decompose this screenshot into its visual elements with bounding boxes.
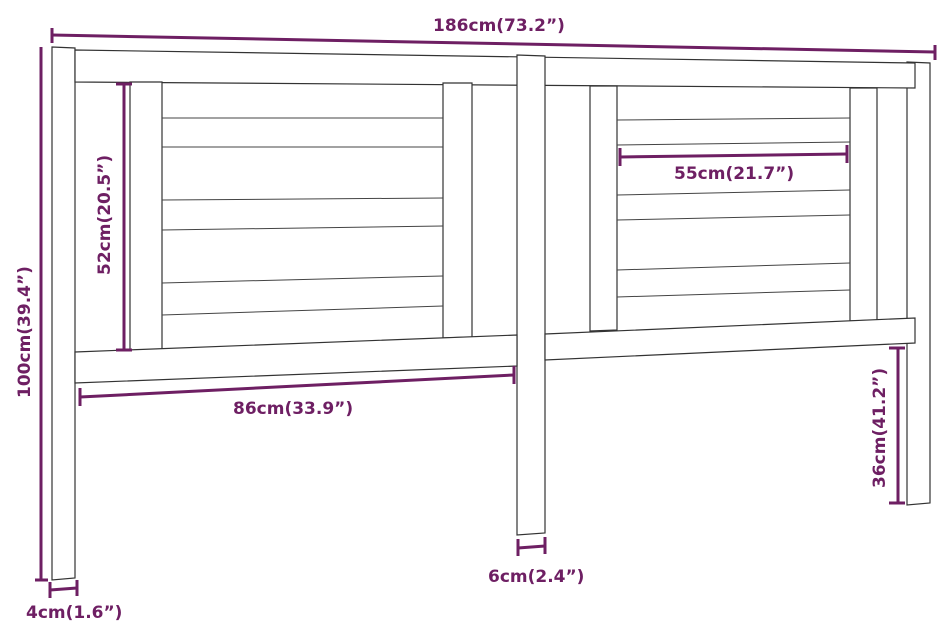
label-leg-height: 36cm(41.2”) (870, 368, 890, 488)
bottom-rail-right (544, 317, 916, 361)
label-total-height: 100cm(39.4”) (15, 266, 35, 398)
right-panel-slats (616, 117, 851, 298)
label-half-width: 86cm(33.9”) (233, 399, 353, 419)
center-post (516, 54, 546, 536)
left-panel-frame-right (442, 82, 473, 339)
right-post (906, 61, 931, 506)
right-panel-frame-left (589, 85, 618, 332)
label-total-width: 186cm(73.2”) (433, 16, 565, 36)
top-rail (74, 49, 916, 89)
left-panel-frame-left (129, 81, 163, 352)
label-panel-width: 55cm(21.7”) (674, 164, 794, 184)
right-panel-frame-right (849, 87, 878, 322)
label-side-post-width: 4cm(1.6”) (26, 603, 122, 623)
dimension-lines (35, 28, 937, 598)
label-panel-height: 52cm(20.5”) (95, 155, 115, 275)
bottom-rail-left (74, 334, 518, 384)
left-post (51, 46, 76, 581)
label-center-post-width: 6cm(2.4”) (488, 567, 584, 587)
left-panel-slats (161, 117, 444, 316)
